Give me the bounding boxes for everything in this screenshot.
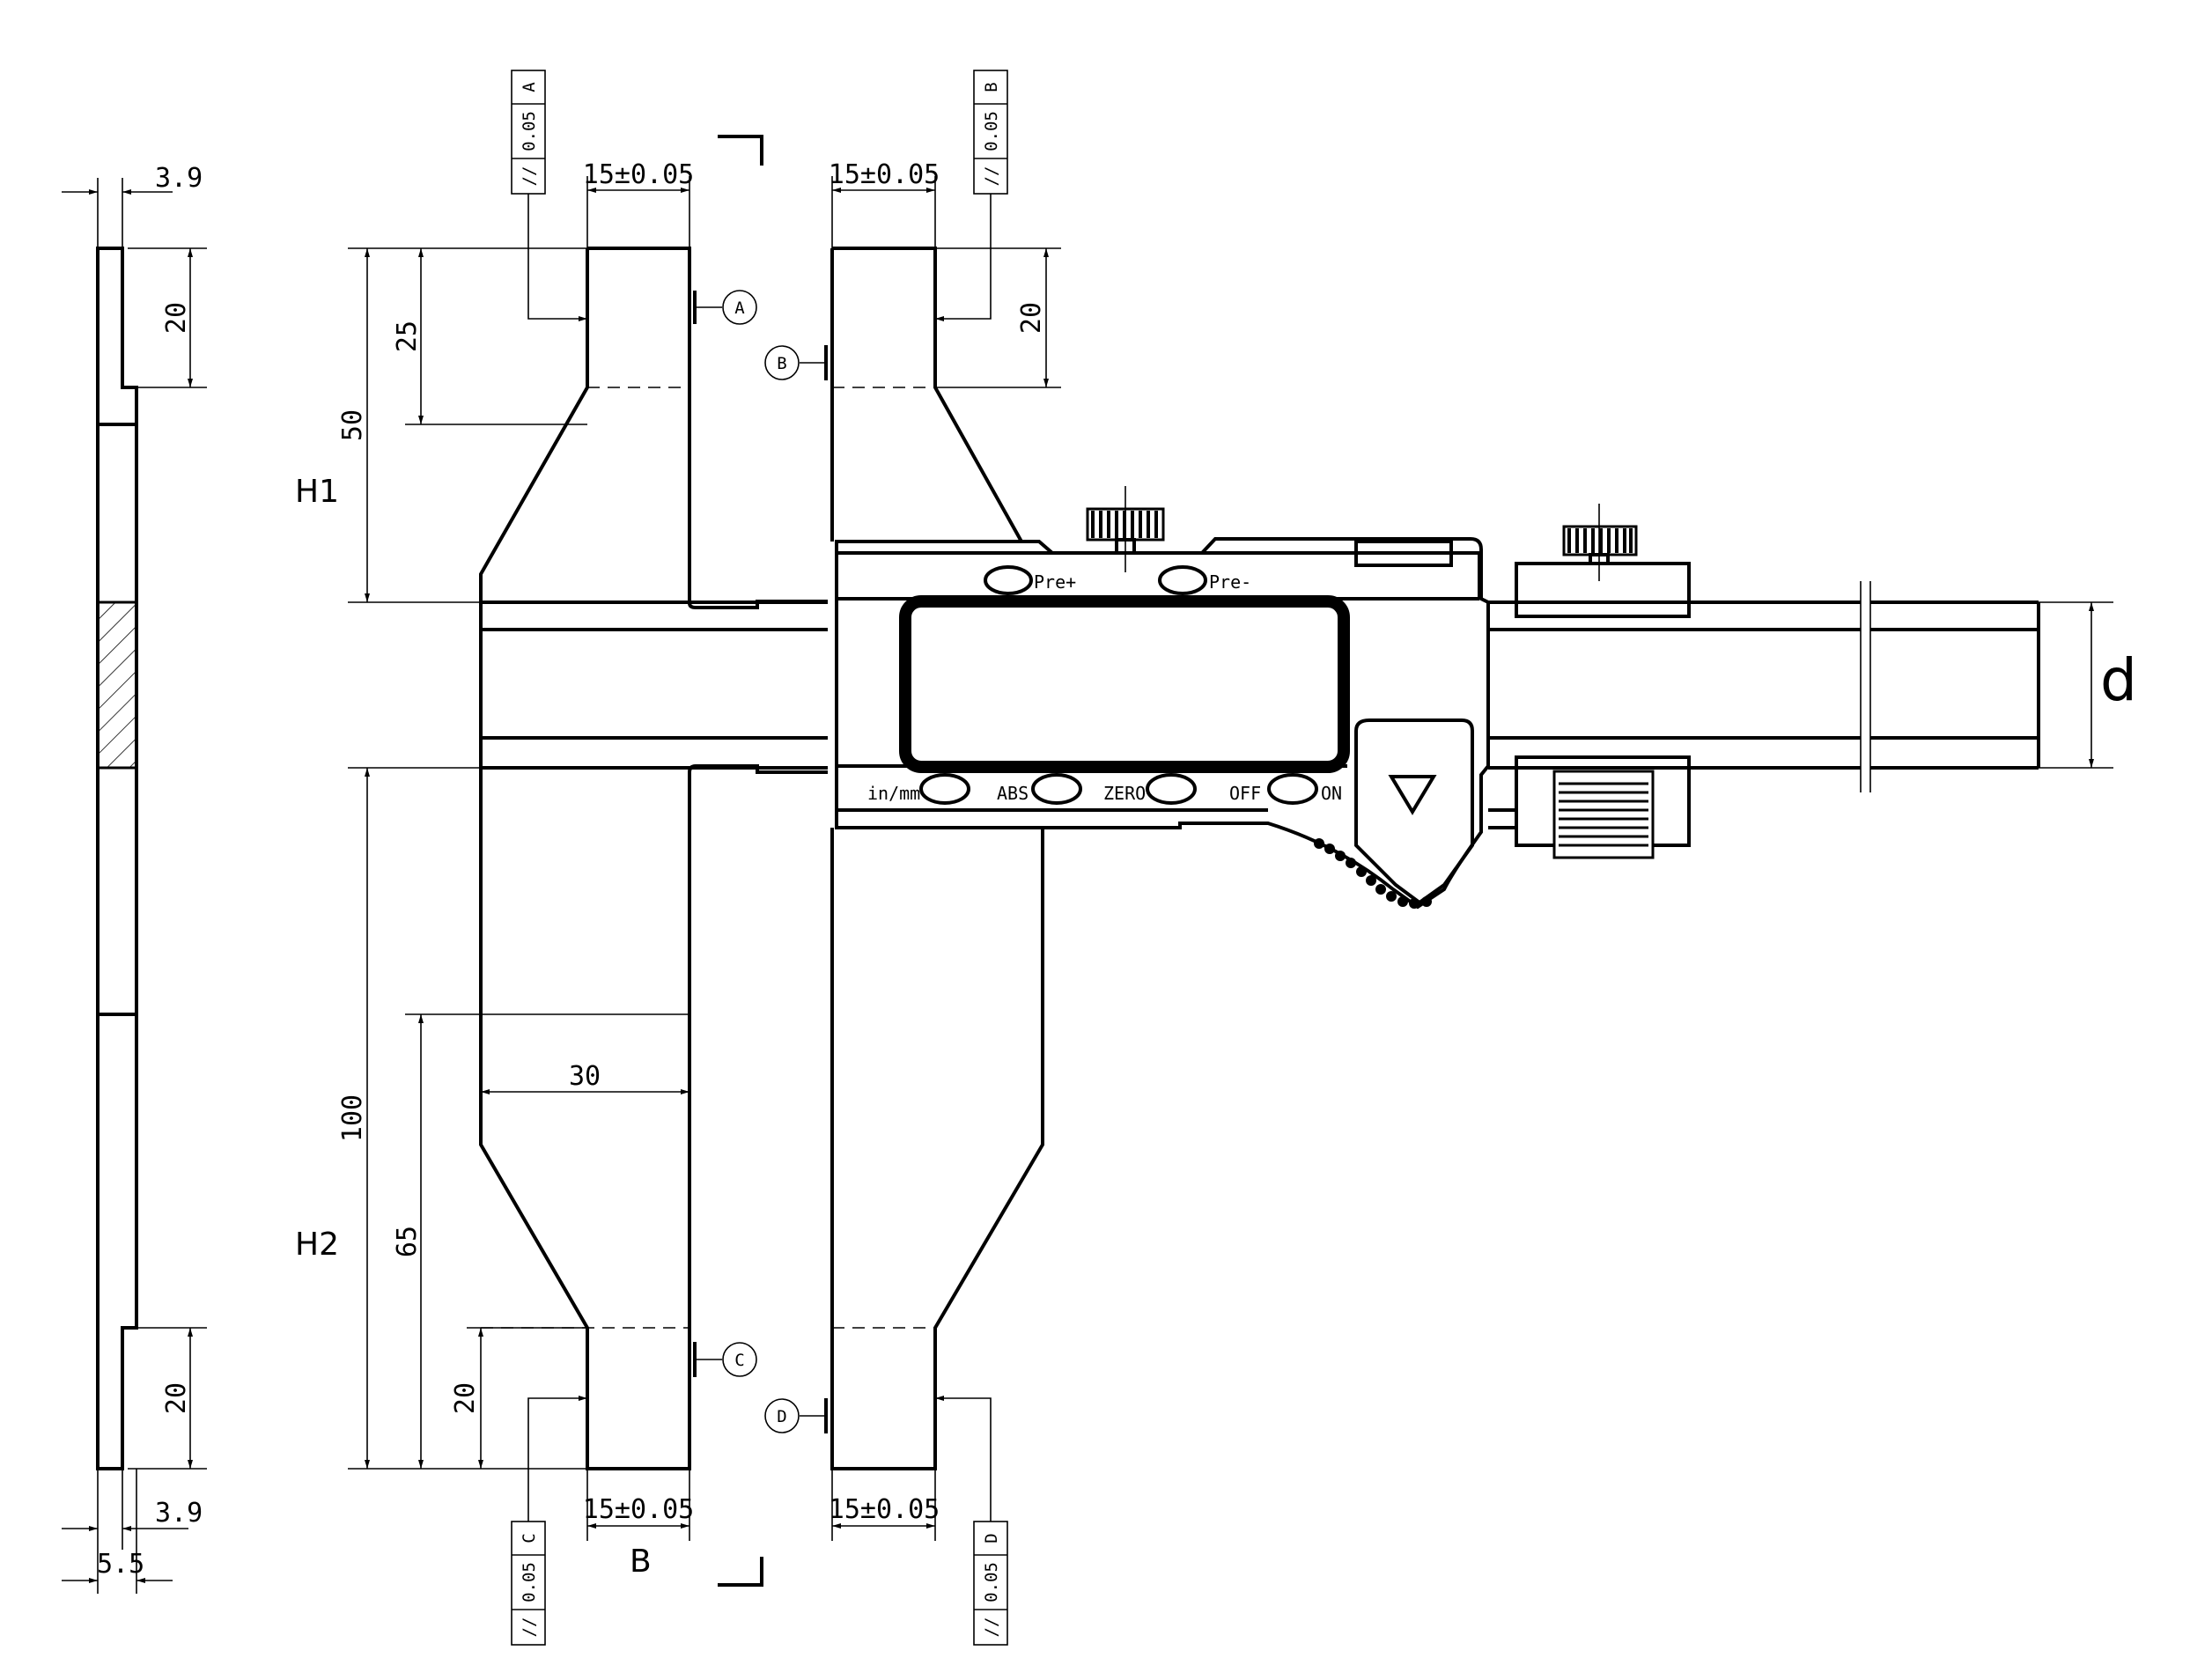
label-b: B: [630, 1544, 652, 1580]
datum-c-label: C: [734, 1351, 744, 1370]
dim-h20-low: 20: [450, 1382, 481, 1414]
fine-adjust-knob-knurl: [1567, 528, 1633, 553]
triangle-icon: [1388, 775, 1437, 815]
tol-b-symbol: //: [982, 166, 1001, 187]
on-label: ON: [1321, 783, 1342, 804]
lock-knob-knurl: [1091, 511, 1158, 538]
tol-c-symbol: //: [520, 1617, 539, 1638]
pre-minus-label: Pre-: [1209, 571, 1251, 593]
label-h2: H2: [295, 1227, 339, 1263]
tolerance-frame-b: // 0.05 B: [935, 70, 1008, 321]
zero-button[interactable]: [1146, 773, 1197, 805]
datum-b-circle: [764, 345, 800, 380]
datum-b-label: B: [777, 354, 786, 373]
dim-h25: 25: [392, 321, 423, 352]
lcd-display: [899, 595, 1350, 773]
datum-d-circle: [764, 1398, 800, 1433]
in-mm-label: in/mm: [867, 783, 920, 804]
tolerance-frame-c: // 0.05 C: [511, 1396, 587, 1646]
slider-jaw: [830, 247, 1044, 1470]
tol-a-symbol: //: [520, 166, 539, 187]
tol-b-datum: B: [982, 82, 1001, 92]
dim-thickness-top: 3.9: [155, 163, 203, 194]
section-hatch: [96, 601, 138, 770]
on-off-button[interactable]: [1267, 773, 1318, 805]
dim-left-bottom-20: 20: [161, 1382, 192, 1414]
digital-readout-head: Pre+ Pre- in/mm ABS ZERO OFF ON: [835, 486, 1490, 910]
dim-w30: 30: [569, 1061, 601, 1092]
datum-markers: A B C D: [693, 290, 828, 1433]
label-d: d: [2100, 646, 2137, 714]
dim-h50: 50: [337, 409, 368, 441]
thumbwheel-teeth: [1314, 838, 1432, 909]
tol-d-value: 0.05: [982, 1562, 1001, 1603]
tol-b-value: 0.05: [982, 111, 1001, 151]
tolerance-frame-d: // 0.05 D: [935, 1396, 1008, 1646]
datum-a-circle: [722, 290, 757, 325]
dim-width-bottom: 5.5: [97, 1549, 144, 1580]
pre-plus-button[interactable]: [984, 565, 1033, 595]
tol-d-symbol: //: [982, 1617, 1001, 1638]
dim-thickness-bottom: 3.9: [155, 1498, 203, 1529]
dim-jaw-b-width: 15±0.05: [829, 159, 940, 190]
dim-jaw-c-width: 15±0.05: [583, 1494, 694, 1525]
beam: d: [1488, 504, 2137, 859]
pre-plus-label: Pre+: [1034, 571, 1076, 593]
tolerance-frames: // 0.05 A // 0.05 B // 0.05 C: [511, 70, 1008, 1646]
datum-d-label: D: [777, 1407, 786, 1426]
off-label: OFF: [1229, 783, 1261, 804]
datum-c-circle: [722, 1342, 757, 1377]
tol-d-datum: D: [982, 1533, 1001, 1543]
datum-a-label: A: [734, 298, 745, 318]
in-mm-button[interactable]: [919, 773, 970, 805]
abs-label: ABS: [997, 783, 1029, 804]
dim-right-20: 20: [1016, 302, 1047, 334]
dim-left-top-20: 20: [161, 302, 192, 334]
dim-h65: 65: [392, 1226, 423, 1257]
tolerance-frame-a: // 0.05 A: [511, 70, 587, 321]
dim-jaw-a-width: 15±0.05: [583, 159, 694, 190]
label-h1: H1: [295, 474, 339, 510]
tol-a-datum: A: [520, 82, 539, 92]
tol-a-value: 0.05: [520, 111, 539, 151]
main-dimensions: 50 25 100 65 20 30 20 15±0.05 15±0.05: [295, 135, 1061, 1587]
tol-c-datum: C: [520, 1533, 539, 1543]
fixed-jaw: [479, 247, 828, 1470]
zero-label: ZERO: [1103, 783, 1146, 804]
dim-jaw-d-width: 15±0.05: [829, 1494, 940, 1525]
fine-adjust-wheel: [1552, 770, 1655, 859]
pre-minus-button[interactable]: [1158, 565, 1207, 595]
abs-button[interactable]: [1031, 773, 1082, 805]
tol-c-value: 0.05: [520, 1562, 539, 1603]
side-view: 3.9 20 20 3.9 5.5: [62, 163, 207, 1594]
dim-h100: 100: [337, 1094, 368, 1142]
